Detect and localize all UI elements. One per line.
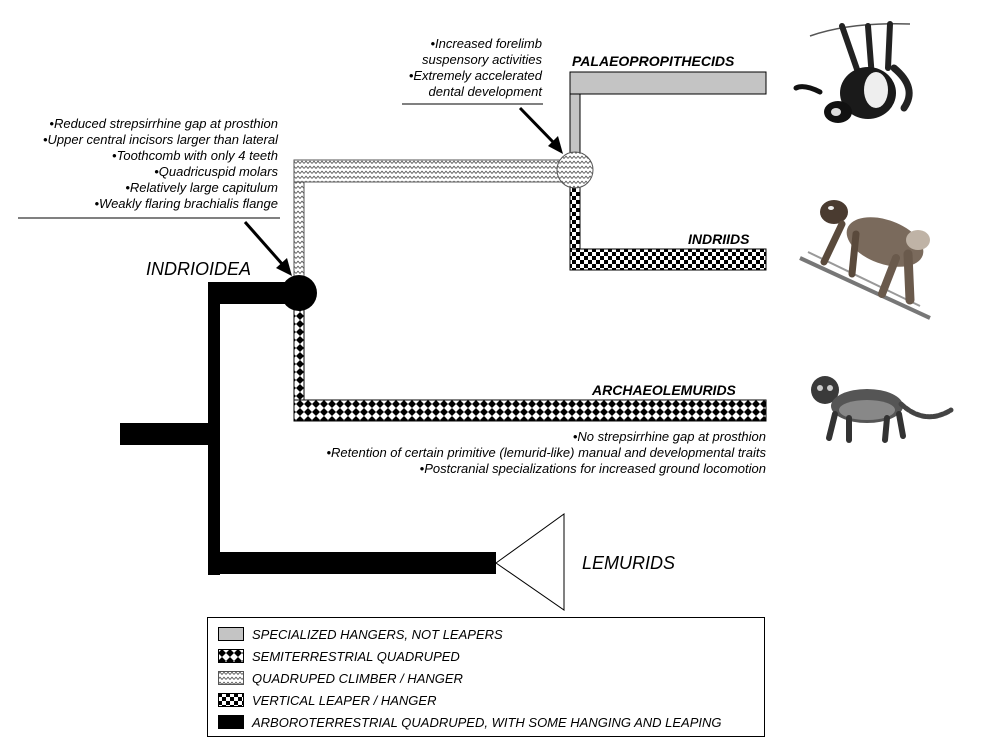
clade-label-indrioidea: INDRIOIDEA <box>146 259 252 279</box>
legend-item-gray: SPECIALIZED HANGERS, NOT LEAPERS <box>218 625 503 643</box>
legend-item-diamond: SEMITERRESTRIAL QUADRUPED <box>218 647 460 665</box>
legend-label: SEMITERRESTRIAL QUADRUPED <box>252 648 460 664</box>
quadruped-lemur-icon <box>811 376 954 443</box>
black-swatch-icon <box>218 715 244 729</box>
trait-line: •Toothcomb with only 4 teeth <box>112 148 278 163</box>
trait-line: dental development <box>428 84 542 99</box>
zigzag-branches <box>293 159 571 292</box>
clade-label-indriids: INDRIIDS <box>688 231 750 247</box>
trait-line: •Upper central incisors larger than late… <box>42 132 278 147</box>
indrioidea-traits-note: •Reduced strepsirrhine gap at prosthion … <box>18 116 278 212</box>
trait-line: •Reduced strepsirrhine gap at prosthion <box>49 116 278 131</box>
clade-label-lemurids: LEMURIDS <box>582 553 676 573</box>
trait-line: •No strepsirrhine gap at prosthion <box>572 429 766 444</box>
trait-line: •Postcranial specializations for increas… <box>419 461 766 476</box>
legend-item-checker: VERTICAL LEAPER / HANGER <box>218 691 436 709</box>
clade-label-archaeolemurids: ARCHAEOLEMURIDS <box>592 382 736 398</box>
gray-branches <box>569 71 767 159</box>
trait-line: •Extremely accelerated <box>408 68 542 83</box>
lemurids-collapsed-clade <box>495 513 565 611</box>
checker-branches <box>569 185 767 271</box>
node2-traits-note: •Increased forelimb suspensory activitie… <box>380 36 542 100</box>
black-branches <box>120 282 496 575</box>
legend-item-zigzag: QUADRUPED CLIMBER / HANGER <box>218 669 463 687</box>
legend: SPECIALIZED HANGERS, NOT LEAPERS SEMITER… <box>207 617 765 737</box>
indrioidea-arrow <box>243 221 292 276</box>
legend-label: VERTICAL LEAPER / HANGER <box>252 692 437 708</box>
hanging-sloth-lemur-icon <box>793 21 913 123</box>
legend-label: QUADRUPED CLIMBER / HANGER <box>252 670 463 686</box>
legend-item-black: ARBOROTERRESTRIAL QUADRUPED, WITH SOME H… <box>218 713 722 731</box>
checker-swatch-icon <box>218 693 244 707</box>
zigzag-swatch-icon <box>218 671 244 685</box>
diamond-branches <box>293 299 767 422</box>
trait-line: •Retention of certain primitive (lemurid… <box>326 445 766 460</box>
palaeo-indriid-node <box>556 151 594 189</box>
node2-arrow <box>518 106 563 154</box>
legend-label: SPECIALIZED HANGERS, NOT LEAPERS <box>252 626 503 642</box>
trait-line: •Quadricuspid molars <box>154 164 278 179</box>
indrioidea-node <box>281 275 317 311</box>
trait-line: •Weakly flaring brachialis flange <box>94 196 278 211</box>
archaeolemurid-traits-note: •No strepsirrhine gap at prosthion •Rete… <box>280 429 766 477</box>
trait-line: suspensory activities <box>422 52 542 67</box>
trait-line: •Relatively large capitulum <box>125 180 278 195</box>
clade-label-palaeopropithecids: PALAEOPROPITHECIDS <box>572 53 735 69</box>
trait-line: •Increased forelimb <box>430 36 543 51</box>
diamond-swatch-icon <box>218 649 244 663</box>
climbing-indriid-icon <box>799 200 931 320</box>
legend-label: ARBOROTERRESTRIAL QUADRUPED, WITH SOME H… <box>252 714 722 730</box>
gray-swatch-icon <box>218 627 244 641</box>
